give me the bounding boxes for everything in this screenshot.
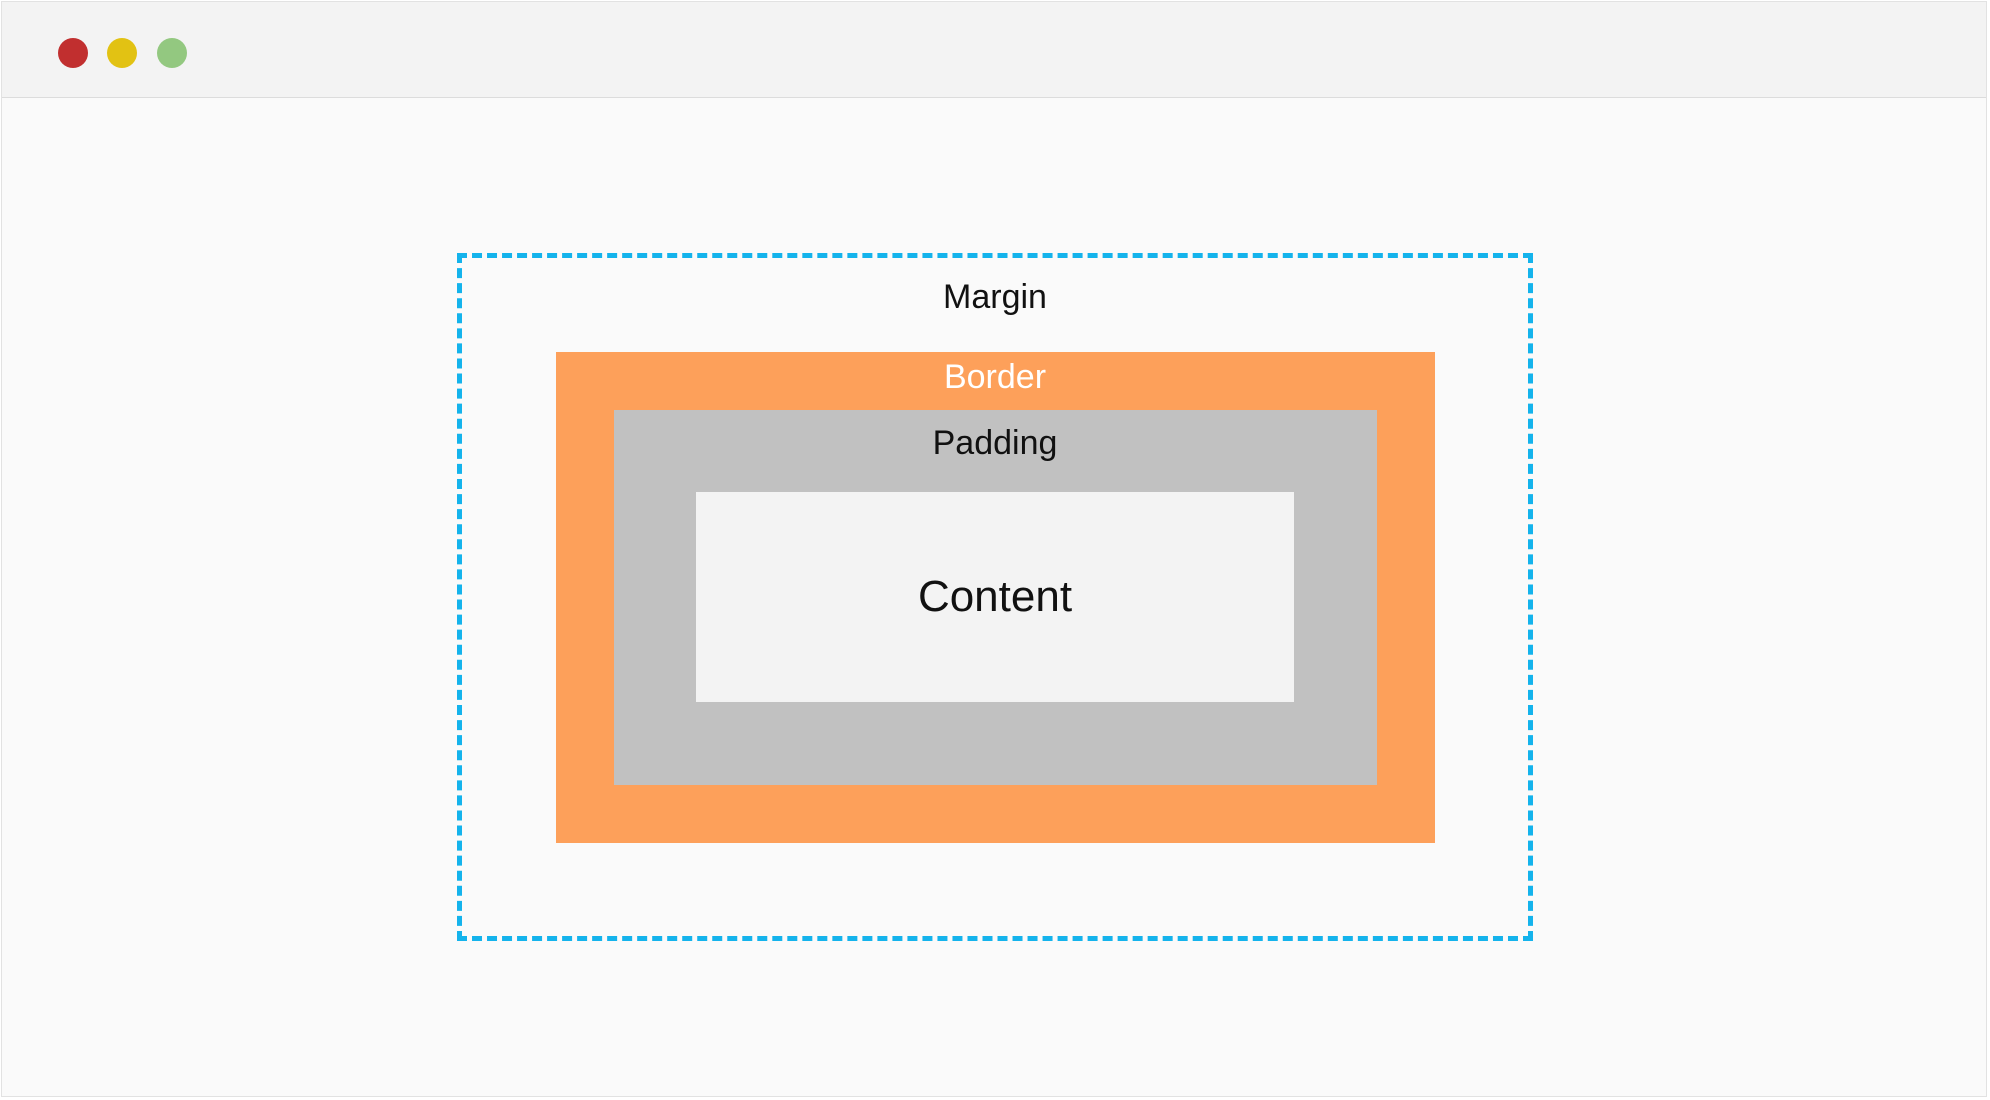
maximize-window-button[interactable] [157, 38, 187, 68]
margin-area [457, 253, 1533, 941]
content-area [696, 492, 1294, 702]
padding-label: Padding [932, 424, 1058, 462]
minimize-window-button[interactable] [107, 38, 137, 68]
content-label: Content [917, 572, 1073, 621]
close-window-button[interactable] [58, 38, 88, 68]
margin-label: Margin [943, 278, 1047, 316]
border-label: Border [943, 358, 1047, 396]
window-titlebar [2, 2, 1986, 98]
